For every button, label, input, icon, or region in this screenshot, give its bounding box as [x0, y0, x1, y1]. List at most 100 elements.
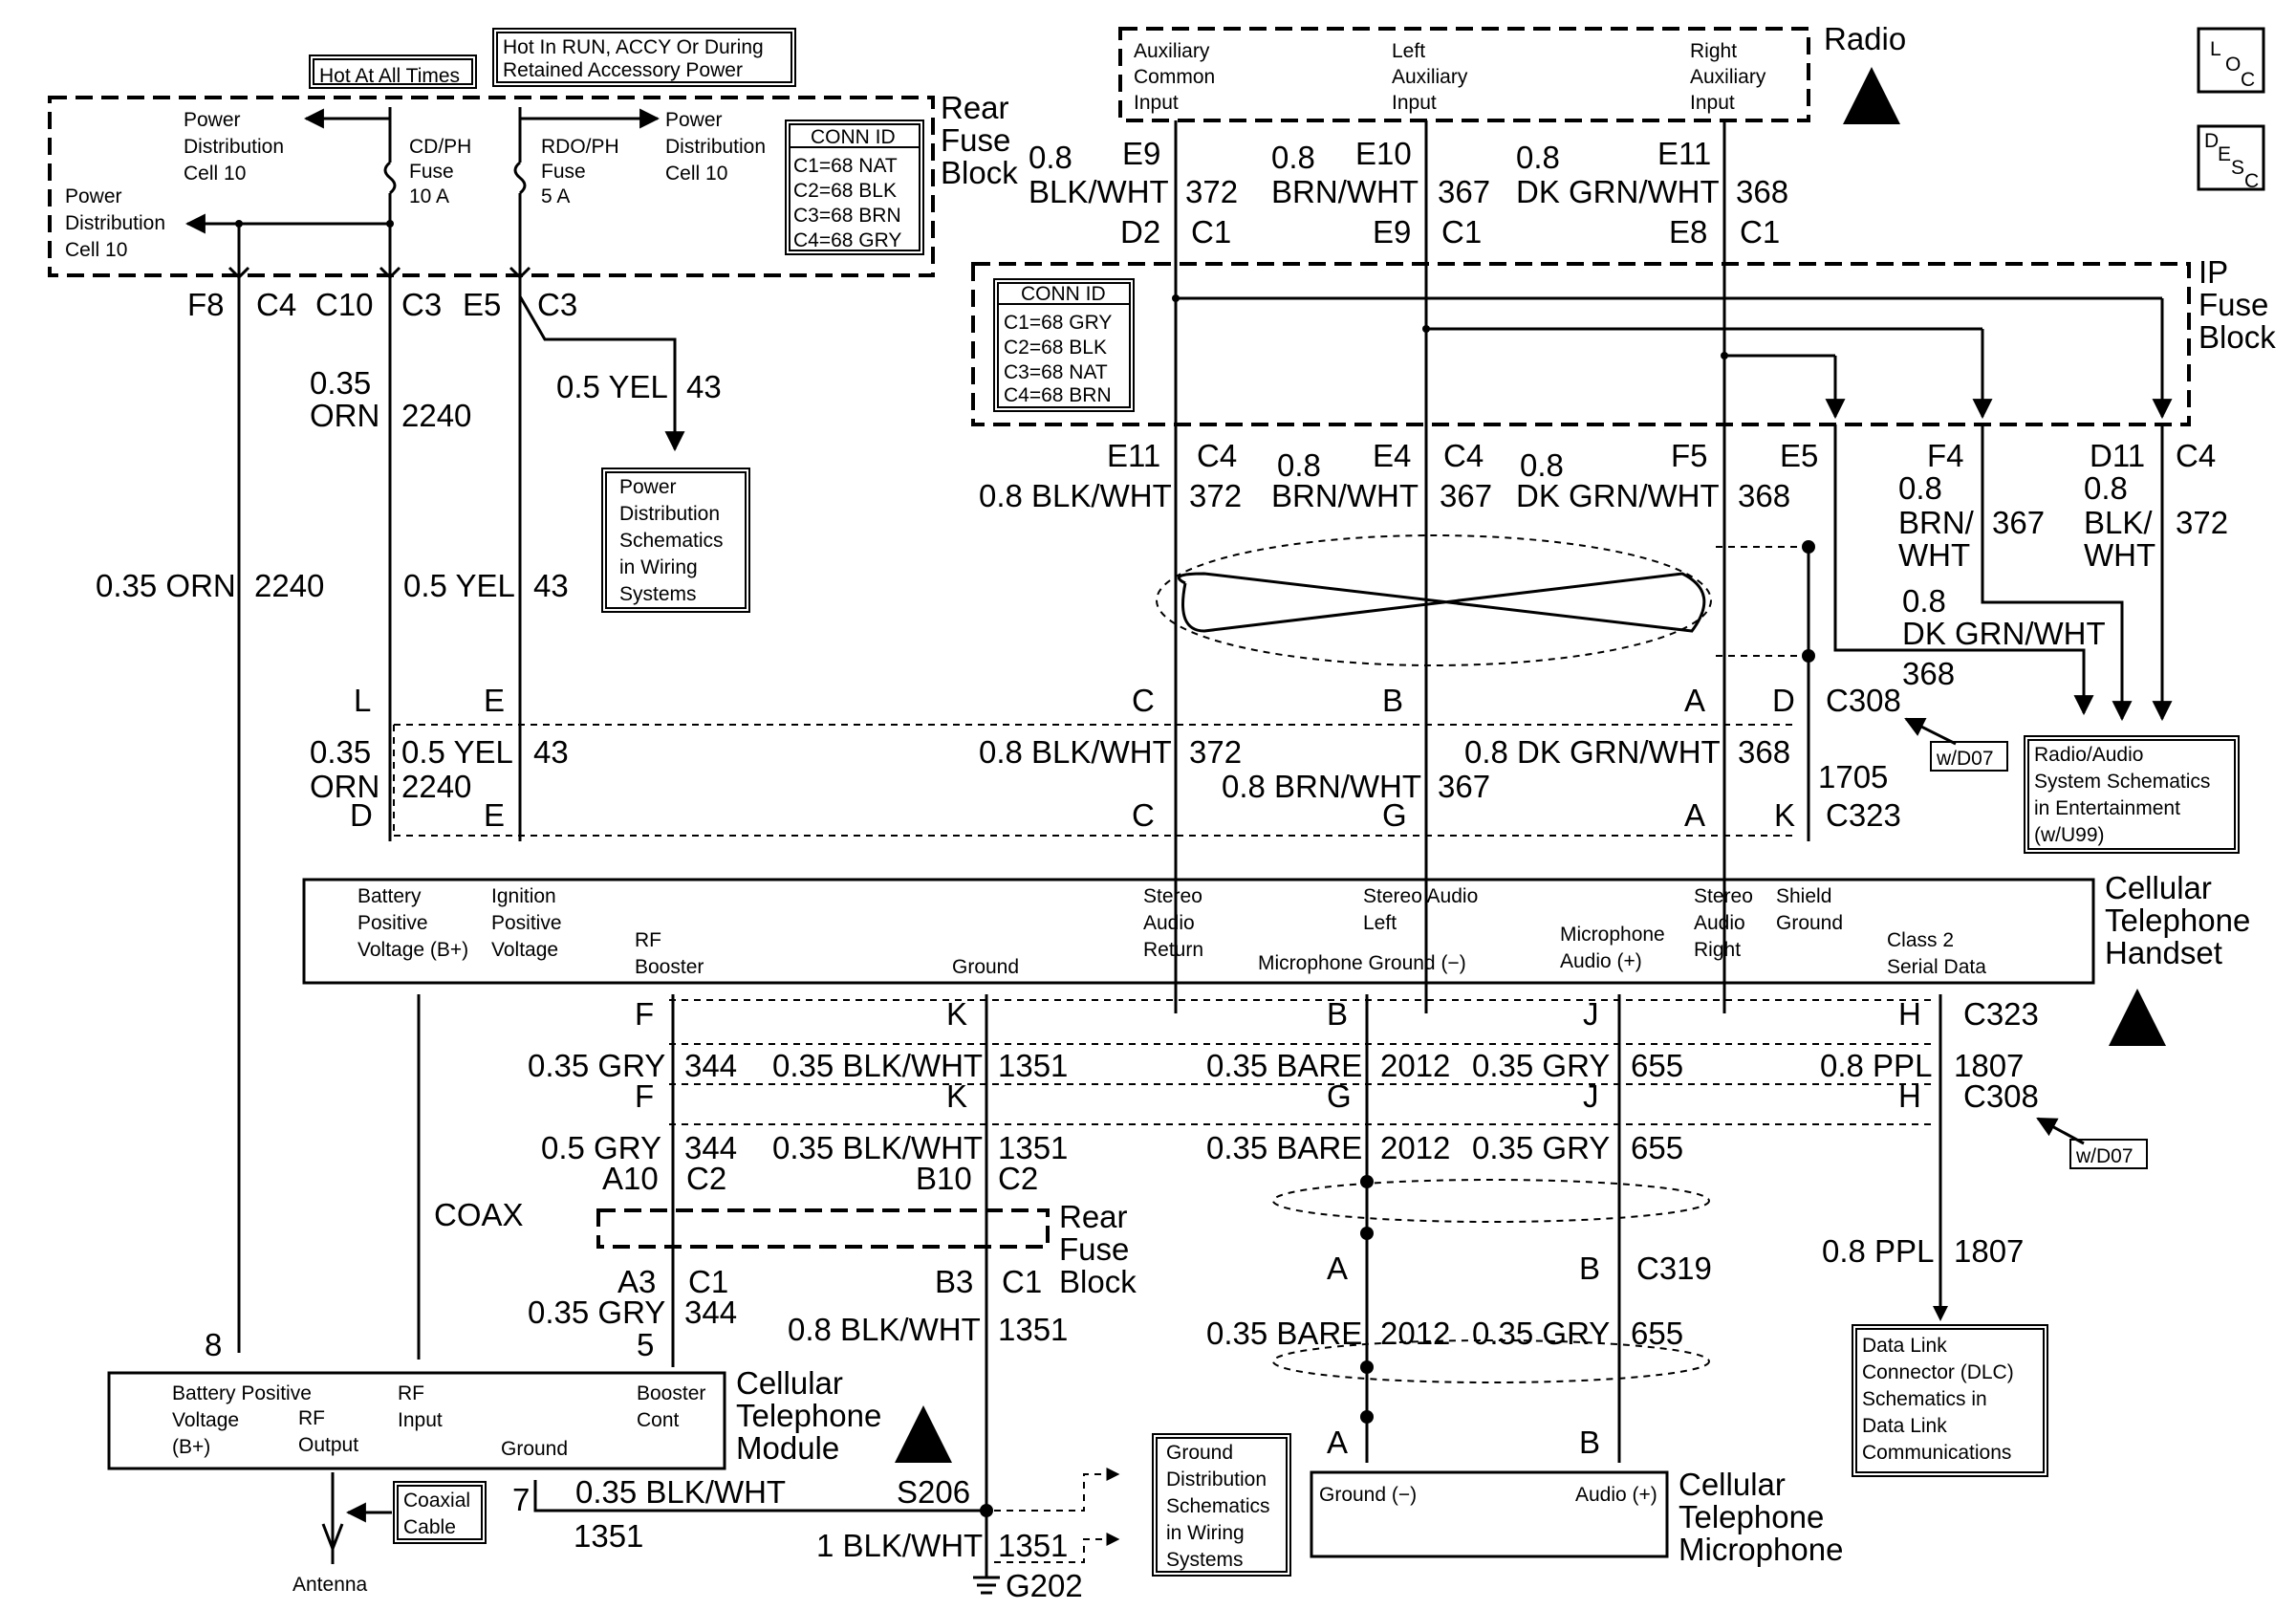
svg-text:0.8: 0.8 [1520, 447, 1564, 483]
svg-text:Telephone: Telephone [736, 1398, 881, 1433]
svg-text:0.35 BARE: 0.35 BARE [1206, 1048, 1362, 1083]
svg-text:Power: Power [665, 109, 723, 131]
svg-text:372: 372 [1185, 174, 1238, 209]
svg-text:BRN/WHT: BRN/WHT [1271, 174, 1419, 209]
svg-text:E5: E5 [1780, 438, 1818, 473]
svg-text:C: C [2244, 170, 2259, 192]
svg-text:BLK/: BLK/ [2084, 505, 2153, 540]
svg-text:1351: 1351 [574, 1518, 643, 1554]
svg-text:Shield: Shield [1776, 885, 1831, 907]
svg-text:Distribution: Distribution [619, 503, 720, 525]
svg-text:D11: D11 [2090, 438, 2145, 473]
svg-text:Ground: Ground [501, 1438, 568, 1460]
svg-text:Telephone: Telephone [2105, 903, 2250, 938]
svg-text:368: 368 [1738, 734, 1790, 770]
svg-text:Right: Right [1690, 40, 1737, 62]
svg-text:0.8: 0.8 [1898, 470, 1942, 506]
svg-text:BLK/WHT: BLK/WHT [1029, 174, 1169, 209]
svg-text:0.35 GRY: 0.35 GRY [528, 1295, 665, 1330]
svg-text:Power: Power [184, 109, 241, 131]
svg-text:in Wiring: in Wiring [619, 556, 698, 578]
svg-text:Radio/Audio: Radio/Audio [2034, 744, 2143, 766]
svg-text:RDO/PH: RDO/PH [541, 136, 619, 158]
svg-text:1 BLK/WHT: 1 BLK/WHT [816, 1528, 983, 1563]
svg-text:BRN/: BRN/ [1898, 505, 1975, 540]
svg-text:C3: C3 [401, 287, 442, 322]
svg-text:0.35 GRY: 0.35 GRY [1472, 1130, 1610, 1165]
svg-text:C4=68 BRN: C4=68 BRN [1004, 384, 1112, 406]
svg-text:0.35: 0.35 [310, 734, 371, 770]
svg-text:B: B [1382, 683, 1403, 718]
dlc-box[interactable] [1852, 1324, 2048, 1477]
svg-text:0.8 DK GRN/WHT: 0.8 DK GRN/WHT [1464, 734, 1721, 770]
svg-text:H: H [1898, 996, 1921, 1032]
svg-text:C3=68 NAT: C3=68 NAT [1004, 361, 1108, 383]
radio-audio-box[interactable] [2024, 735, 2240, 854]
coax-cable-box [393, 1481, 487, 1544]
svg-text:Cellular: Cellular [2105, 870, 2212, 905]
svg-text:C4: C4 [1443, 438, 1484, 473]
svg-text:2012: 2012 [1380, 1316, 1450, 1351]
svg-text:C10: C10 [315, 287, 374, 322]
svg-text:Hot In RUN, ACCY Or During: Hot In RUN, ACCY Or During [503, 36, 764, 58]
svg-text:CONN ID: CONN ID [811, 126, 896, 148]
svg-text:0.35: 0.35 [310, 365, 371, 401]
rear-fuse-block-lower [596, 1208, 1050, 1249]
svg-text:Auxiliary: Auxiliary [1134, 40, 1210, 62]
svg-text:0.8: 0.8 [1902, 583, 1946, 619]
svg-text:B: B [1327, 996, 1348, 1032]
rear-fuse-block [48, 96, 935, 277]
svg-text:B3: B3 [935, 1264, 973, 1299]
svg-text:in Entertainment: in Entertainment [2034, 797, 2180, 819]
svg-text:BRN/WHT: BRN/WHT [1271, 478, 1419, 513]
svg-text:K: K [946, 996, 967, 1032]
svg-text:C3: C3 [537, 287, 577, 322]
desc-icon[interactable] [2197, 124, 2265, 191]
svg-text:0.8 PPL: 0.8 PPL [1822, 1233, 1934, 1269]
svg-text:C1: C1 [1002, 1264, 1042, 1299]
loc-icon[interactable] [2197, 27, 2265, 94]
ground-dist-box[interactable] [1152, 1433, 1291, 1577]
svg-text:368: 368 [1736, 174, 1788, 209]
svg-text:C1: C1 [688, 1264, 728, 1299]
svg-text:0.35 BARE: 0.35 BARE [1206, 1130, 1362, 1165]
svg-text:WHT: WHT [1898, 537, 1970, 573]
svg-text:S206: S206 [897, 1474, 970, 1510]
svg-text:0.5 YEL: 0.5 YEL [403, 568, 515, 603]
svg-text:Voltage: Voltage [172, 1409, 239, 1431]
svg-text:w/D07: w/D07 [2075, 1145, 2134, 1167]
svg-text:655: 655 [1631, 1316, 1683, 1351]
svg-text:Block: Block [2199, 319, 2276, 355]
svg-text:E9: E9 [1373, 214, 1411, 250]
esd-warning-icon [895, 1405, 952, 1463]
svg-text:Antenna: Antenna [292, 1574, 368, 1596]
svg-text:0.8 BLK/WHT: 0.8 BLK/WHT [788, 1312, 981, 1347]
svg-text:C2: C2 [998, 1161, 1038, 1196]
svg-text:C308: C308 [1826, 683, 1901, 718]
svg-text:Microphone: Microphone [1679, 1532, 1843, 1567]
svg-text:Auxiliary: Auxiliary [1392, 66, 1468, 88]
svg-text:2012: 2012 [1380, 1130, 1450, 1165]
svg-text:43: 43 [533, 568, 569, 603]
svg-text:COAX: COAX [434, 1197, 524, 1232]
svg-text:C2=68 BLK: C2=68 BLK [1004, 337, 1107, 359]
svg-text:C1: C1 [1191, 214, 1231, 250]
svg-text:0.8: 0.8 [1029, 140, 1072, 175]
svg-text:A3: A3 [617, 1264, 656, 1299]
hot-run-box [492, 28, 796, 87]
svg-text:System Schematics: System Schematics [2034, 771, 2210, 793]
pds-wiring-box[interactable] [601, 468, 750, 613]
svg-text:2240: 2240 [254, 568, 324, 603]
svg-text:Microphone Ground (−): Microphone Ground (−) [1258, 952, 1466, 974]
svg-text:344: 344 [684, 1295, 737, 1330]
svg-text:Ignition: Ignition [491, 885, 556, 907]
svg-text:G202: G202 [1006, 1568, 1083, 1603]
svg-text:Right: Right [1694, 939, 1741, 961]
svg-text:Fuse: Fuse [541, 161, 586, 183]
ip-conn-id-table [993, 278, 1135, 412]
rear-conn-id-table [785, 120, 924, 255]
svg-text:RF: RF [398, 1382, 424, 1404]
svg-text:Distribution: Distribution [1166, 1469, 1267, 1490]
svg-text:S: S [2231, 157, 2244, 179]
svg-text:Handset: Handset [2105, 935, 2222, 970]
